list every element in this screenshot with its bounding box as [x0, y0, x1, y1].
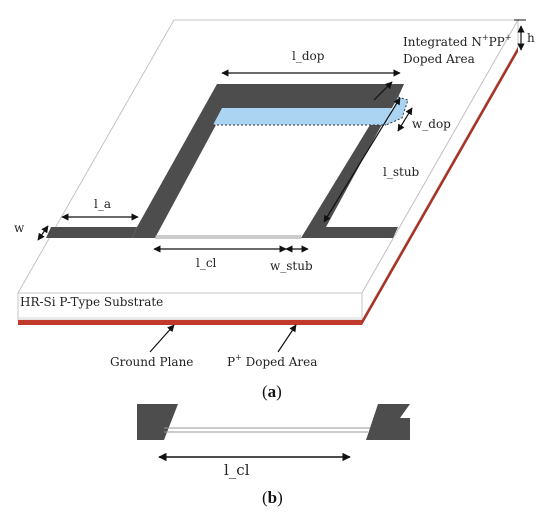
integrated-label-line1: Integrated N+PP+ [403, 33, 511, 49]
integrated-pointer [373, 81, 393, 101]
l-cl-label: l_cl [196, 256, 217, 270]
l-a-label: l_a [94, 197, 111, 211]
w-arrow [37, 225, 49, 241]
l-cl-label-b: l_cl [224, 461, 250, 479]
l-stub-arrow [323, 97, 401, 223]
l-stub-label: l_stub [383, 165, 420, 179]
caption-a: (a) [262, 382, 282, 401]
p-doped-pointer [277, 324, 297, 353]
right-stub-block [366, 404, 410, 440]
p-doped-label: P+ Doped Area [227, 353, 317, 369]
l-dop-label: l_dop [292, 49, 325, 63]
h-label: h [527, 31, 535, 45]
ground-plane-label: Ground Plane [110, 355, 193, 369]
top-doped-bar [217, 84, 404, 97]
w-dop-label: w_dop [412, 117, 451, 131]
right-feed-line [301, 227, 398, 238]
integrated-label-line2: Doped Area [403, 52, 475, 66]
cross-section-b [137, 404, 410, 462]
caption-b: (b) [262, 488, 283, 507]
w-stub-label: w_stub [270, 259, 313, 273]
left-feed-line [46, 227, 137, 238]
ground-plane-layer [18, 320, 362, 325]
w-label: w [14, 221, 25, 235]
integrated-doped-area [213, 108, 392, 125]
substrate-label: HR-Si P-Type Substrate [20, 295, 163, 309]
left-stub-block [137, 404, 178, 440]
ground-pointer [149, 324, 175, 353]
